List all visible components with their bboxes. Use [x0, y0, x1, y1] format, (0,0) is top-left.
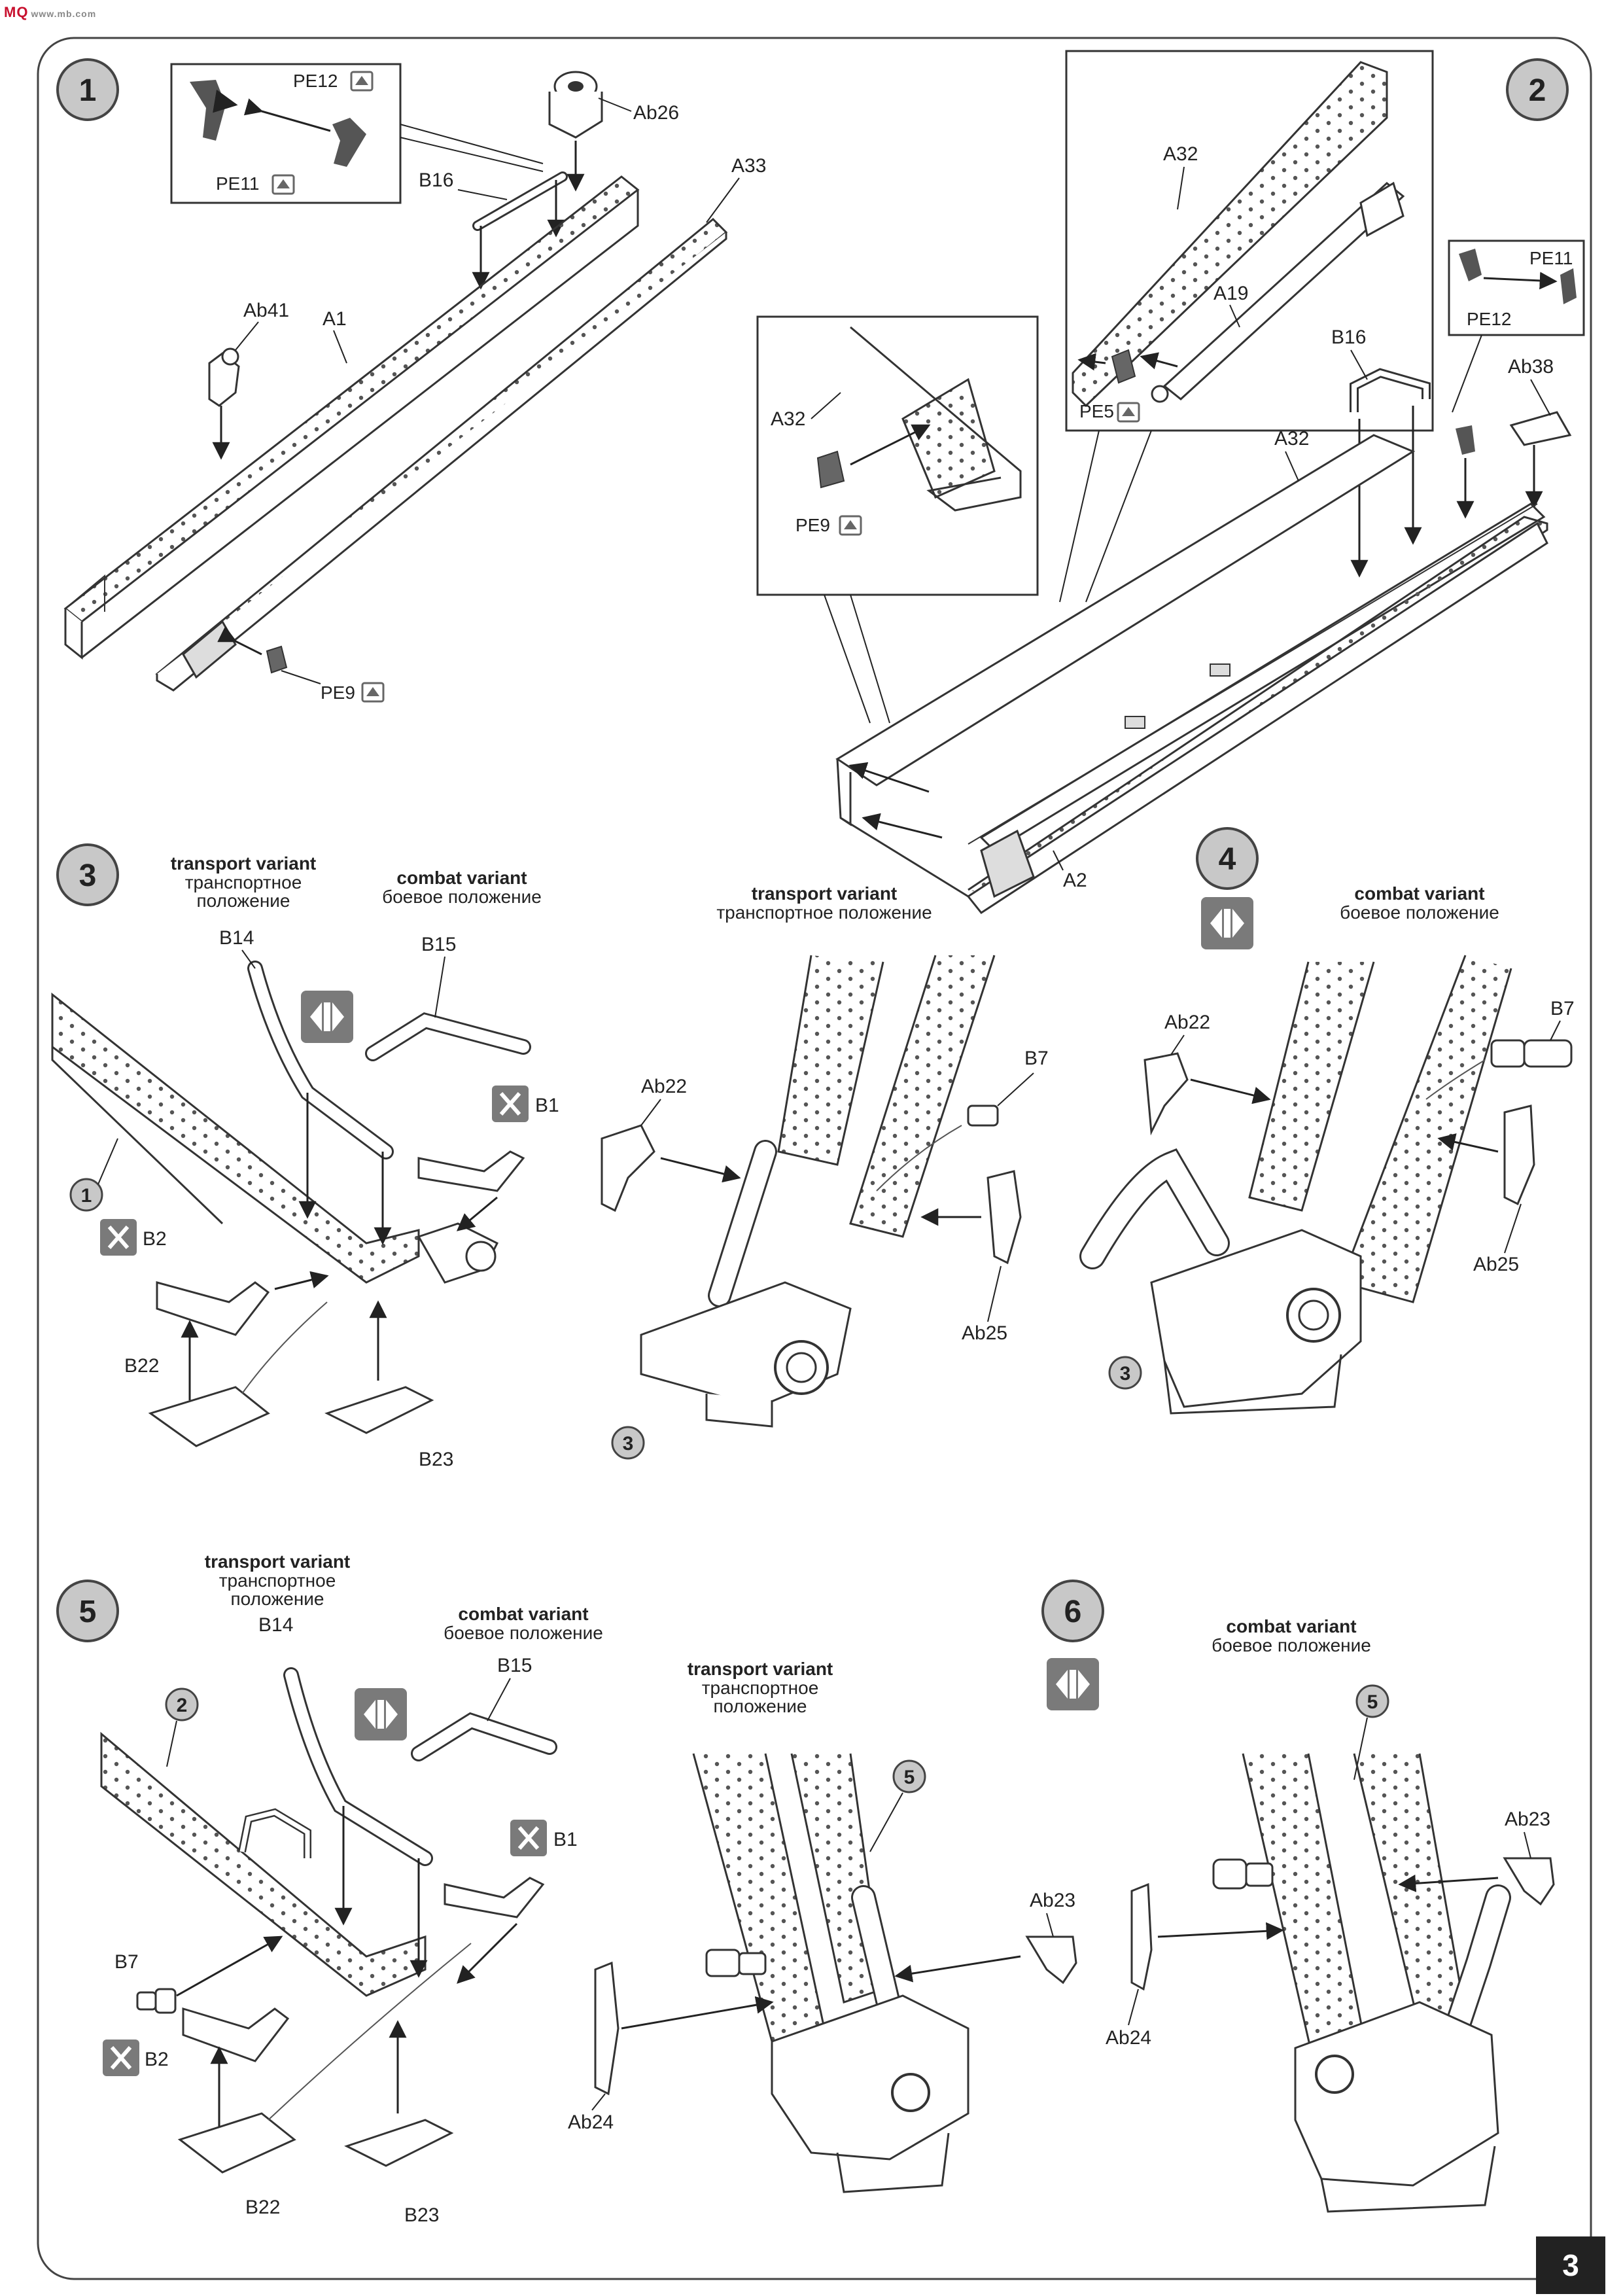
- label-ab23-s5: Ab23: [1030, 1890, 1075, 1911]
- step-5-transport-ru2: положение: [230, 1589, 324, 1609]
- label-b7-s3: B7: [1024, 1048, 1049, 1069]
- label-pe12: PE12: [293, 71, 338, 91]
- step-2-number: 2: [1529, 73, 1546, 108]
- label-b22-s3: B22: [124, 1355, 159, 1377]
- label-a32-inset: A32: [1163, 143, 1198, 165]
- label-b23-s5: B23: [404, 2204, 439, 2226]
- step-4-ref-3: 3: [1120, 1363, 1131, 1385]
- label-pe11: PE11: [216, 173, 259, 194]
- step-5-transport-ru1: транспортное: [219, 1570, 336, 1591]
- step-5-sub-transport-ru1: транспортное: [702, 1678, 819, 1698]
- label-b14-s5: B14: [258, 1614, 293, 1636]
- step-3: 3 transport variant транспортное положен…: [51, 843, 1049, 1470]
- label-b22-s5: B22: [245, 2197, 280, 2218]
- label-ab25-s3: Ab25: [962, 1322, 1007, 1344]
- label-b2-s5: B2: [145, 2049, 169, 2070]
- step-3-ref-1: 1: [81, 1185, 92, 1207]
- label-ab22-s3: Ab22: [641, 1076, 687, 1097]
- label-ab22-s4: Ab22: [1164, 1012, 1210, 1033]
- label-pe11-s2: PE11: [1529, 248, 1573, 268]
- step-2: 2 A32 A19 PE5 PE11 PE12 B16: [756, 50, 1585, 915]
- step-5-ref-5: 5: [904, 1767, 915, 1788]
- label-ab41: Ab41: [243, 300, 289, 321]
- step-3-combat-ru: боевое положение: [382, 887, 542, 907]
- label-b14-s3: B14: [219, 927, 254, 949]
- step-5-sub-transport-en: transport variant: [688, 1659, 833, 1679]
- rail-a33: [155, 217, 728, 692]
- step-5-sub-transport-ru2: положение: [713, 1696, 807, 1716]
- step-3-sub-transport-en: transport variant: [752, 883, 898, 904]
- label-pe9: PE9: [321, 682, 355, 703]
- label-a2: A2: [1063, 870, 1087, 891]
- step-4-number: 4: [1219, 842, 1236, 877]
- flip-icon: [301, 991, 353, 1043]
- step-5-ref-2: 2: [177, 1695, 188, 1716]
- label-b2-s3: B2: [143, 1228, 167, 1250]
- step-1: 1 PE12 PE11 Ab26 B16 A1: [56, 58, 766, 703]
- label-pe5: PE5: [1079, 401, 1114, 421]
- step-6-ref-5: 5: [1367, 1691, 1378, 1713]
- step-1-number: 1: [79, 73, 97, 108]
- step-5-combat-ru: боевое положение: [444, 1623, 603, 1643]
- label-b1-s3: B1: [535, 1095, 559, 1116]
- step-5-combat-en: combat variant: [458, 1604, 588, 1624]
- step-5: 5 transport variant транспортное положен…: [56, 1551, 1077, 2226]
- step-3-transport-en: transport variant: [171, 853, 317, 874]
- label-b23-s3: B23: [419, 1449, 453, 1470]
- label-b7-s5: B7: [114, 1951, 139, 1973]
- label-a1: A1: [323, 308, 347, 330]
- step-6-number: 6: [1064, 1595, 1082, 1629]
- step-3-transport-ru2: положение: [196, 891, 290, 911]
- step-3-sub-transport-ru: транспортное положение: [716, 902, 932, 923]
- label-b15-s5: B15: [497, 1655, 532, 1676]
- label-ab38: Ab38: [1508, 356, 1554, 378]
- step-6: 6 combat variant боевое положение 5 Ab23…: [1041, 1580, 1555, 2213]
- step-3-combat-en: combat variant: [396, 868, 527, 888]
- step-3-number: 3: [79, 858, 97, 893]
- label-a33: A33: [731, 155, 766, 177]
- step-6-combat-ru: боевое положение: [1212, 1635, 1371, 1655]
- label-ab23-s6: Ab23: [1505, 1809, 1550, 1830]
- label-a32-detail: A32: [771, 408, 805, 430]
- step-4-combat-ru: боевое положение: [1340, 902, 1499, 923]
- label-b16-s2: B16: [1331, 327, 1366, 348]
- rail-a1: [63, 175, 640, 660]
- page-frame: [37, 37, 1592, 2280]
- label-ab25-s4: Ab25: [1473, 1254, 1519, 1275]
- rail-a2: [835, 434, 1548, 915]
- label-a32-main: A32: [1274, 428, 1309, 450]
- step-4-combat-en: combat variant: [1354, 883, 1484, 904]
- step-5-number: 5: [79, 1595, 97, 1629]
- label-ab24-s5: Ab24: [568, 2111, 614, 2133]
- step-2-inset-detail: [756, 315, 1039, 596]
- label-ab24-s6: Ab24: [1106, 2027, 1151, 2049]
- label-pe9-s2: PE9: [795, 515, 830, 535]
- label-ab26: Ab26: [633, 102, 679, 124]
- label-b15-s3: B15: [421, 934, 456, 955]
- step-6-combat-en: combat variant: [1226, 1616, 1356, 1636]
- label-b16: B16: [419, 169, 453, 191]
- label-b7-s4: B7: [1550, 998, 1575, 1019]
- label-pe12-s2: PE12: [1467, 309, 1512, 329]
- step-3-ref-3: 3: [623, 1433, 634, 1455]
- step-4: 4 combat variant боевое положение Ab22 B…: [1079, 827, 1575, 1415]
- label-b1-s5: B1: [553, 1829, 578, 1850]
- page-number: 3: [1536, 2236, 1605, 2294]
- step-3-transport-ru1: транспортное: [185, 872, 302, 892]
- label-a19: A19: [1213, 283, 1248, 304]
- step-5-transport-en: transport variant: [205, 1551, 351, 1572]
